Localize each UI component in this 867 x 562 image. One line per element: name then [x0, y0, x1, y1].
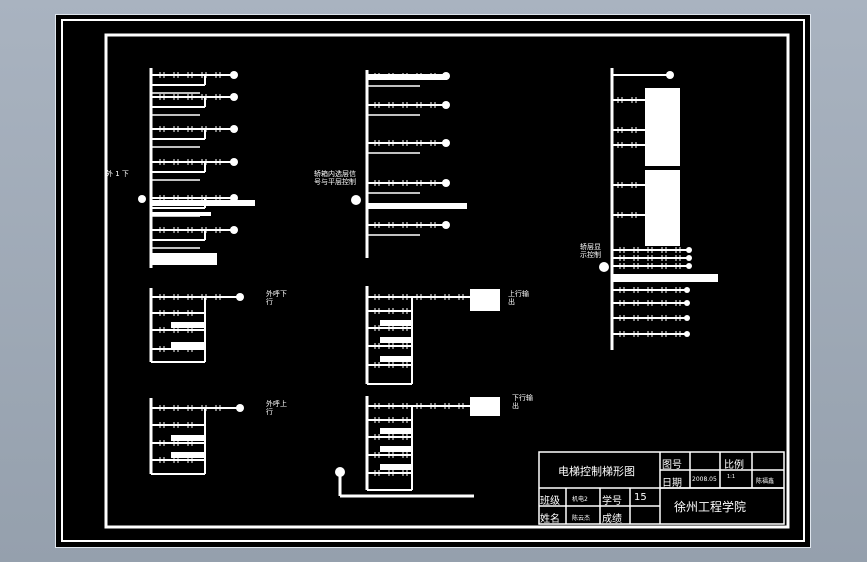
ladder-block [380, 428, 412, 434]
outer-frame [61, 19, 805, 542]
coil [442, 101, 450, 109]
coil [442, 179, 450, 187]
coil [138, 195, 146, 203]
ladder-block [171, 342, 205, 348]
ladder-block [380, 446, 412, 452]
coil [686, 263, 692, 269]
ladder-block [645, 170, 680, 246]
label-center-up-output: 上行输 出 [508, 290, 529, 306]
coil [599, 262, 609, 272]
label-left-mid-up: 外呼上 行 [266, 400, 287, 416]
ladder-block [612, 274, 718, 282]
label-center-down-output: 下行输 出 [512, 394, 533, 410]
coil [442, 139, 450, 147]
coil [236, 293, 244, 301]
ladder-rungs [138, 68, 718, 498]
coil [684, 300, 690, 306]
coil [442, 221, 450, 229]
ladder-block [367, 74, 447, 80]
coil [686, 247, 692, 253]
ladder-block [367, 203, 467, 209]
tb-teacher-value: 陈福鑫 [756, 478, 775, 485]
coil [230, 226, 238, 234]
ladder-block [151, 212, 211, 216]
ladder-block [171, 322, 205, 328]
label-left-mid-down: 外呼下 行 [266, 290, 287, 306]
ladder-block [380, 337, 412, 343]
coil [684, 287, 690, 293]
label-left-top: 外 1 下 [106, 170, 129, 178]
tb-grade-label: 成绩 [602, 514, 622, 525]
coil [236, 404, 244, 412]
tb-drawing-no-label: 图号 [662, 460, 682, 471]
label-right-top: 轿层显 示控制 [580, 243, 601, 259]
coil [230, 71, 238, 79]
tb-class-value: 机电2 [572, 496, 588, 503]
coil [684, 331, 690, 337]
tb-student-no-value: 15 [634, 492, 647, 503]
tb-date-label: 日期 [662, 478, 682, 489]
ladder-block [171, 452, 205, 458]
coil [666, 71, 674, 79]
ladder-block [151, 200, 255, 206]
coil [686, 255, 692, 261]
tb-name-label: 姓名 [540, 514, 560, 525]
ladder-block [151, 253, 217, 265]
coil [230, 93, 238, 101]
coil [230, 158, 238, 166]
tb-scale-label: 比例 [724, 460, 744, 471]
label-center-top: 轿箱内选层信 号与平层控制 [314, 170, 356, 186]
tb-class-label: 班级 [540, 496, 560, 507]
ladder-block [171, 435, 205, 441]
tb-small-value: 1:1 [727, 474, 736, 480]
tb-date-value: 2008.05 [692, 476, 717, 483]
ladder-block [380, 464, 412, 470]
tb-student-no-label: 学号 [602, 496, 622, 507]
coil [351, 195, 361, 205]
coil [684, 315, 690, 321]
coil [230, 125, 238, 133]
ladder-block [380, 320, 412, 326]
ladder-block [380, 356, 412, 362]
tb-school: 徐州工程学院 [674, 500, 747, 514]
ladder-block [645, 88, 680, 166]
ladder-block [470, 397, 500, 416]
inner-frame [104, 33, 790, 529]
ladder-block [470, 289, 500, 311]
tb-name-value: 陈云杰 [572, 515, 591, 522]
tb-drawing-title: 电梯控制梯形图 [558, 465, 635, 478]
